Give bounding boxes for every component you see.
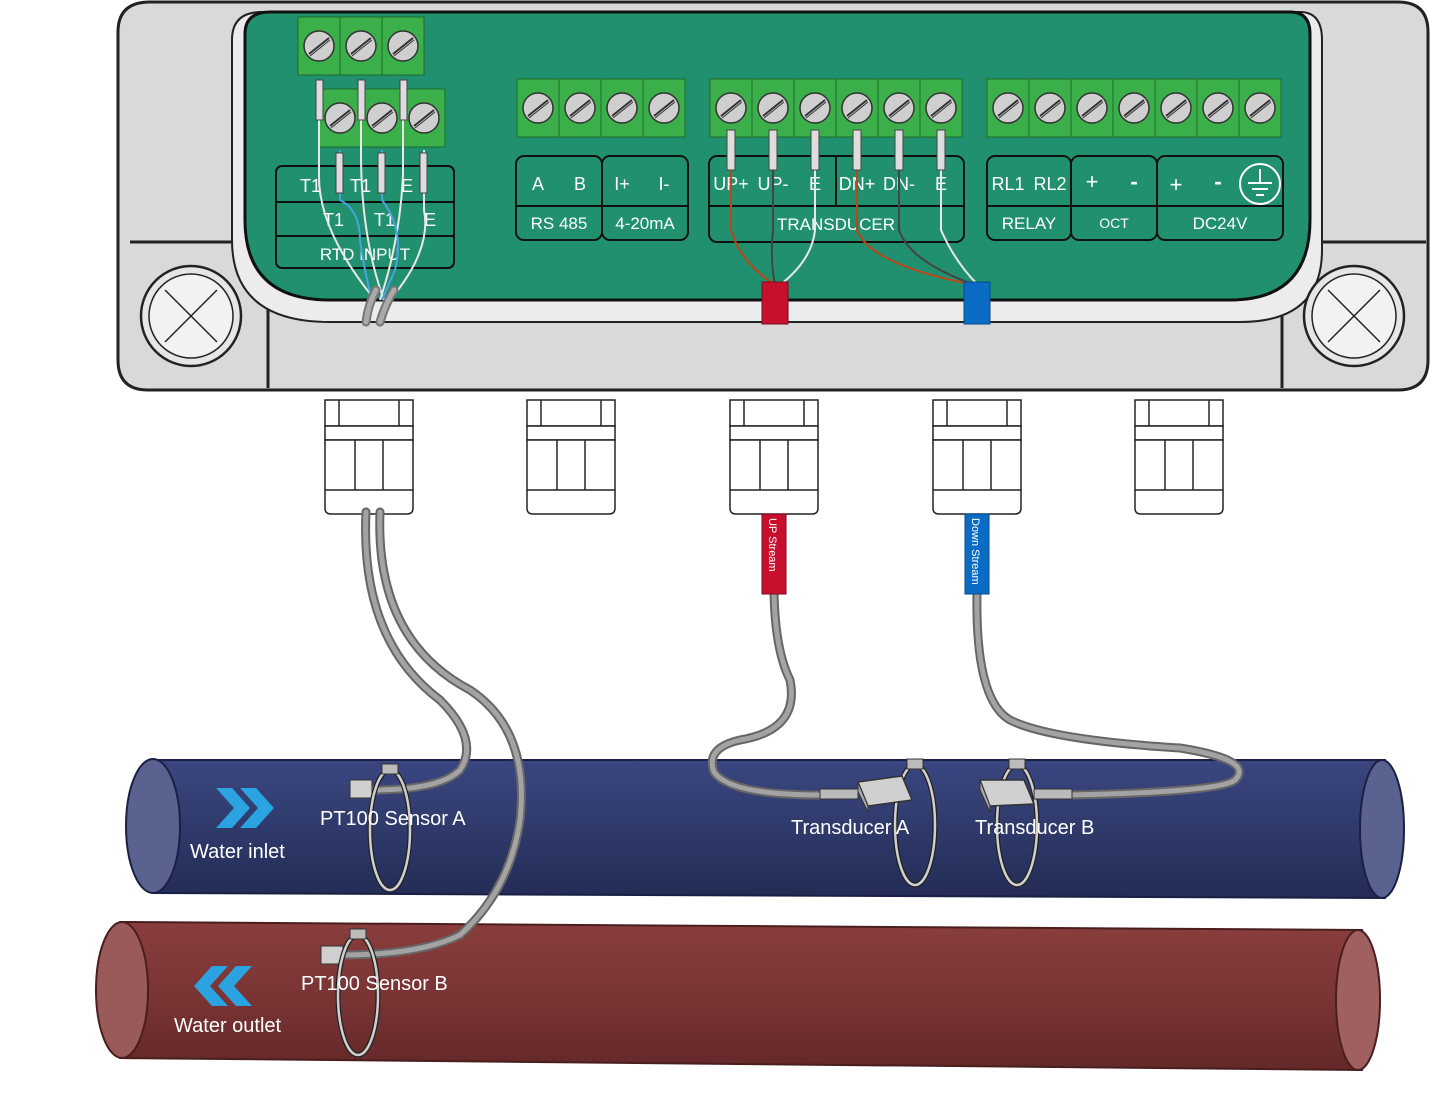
cable-gland xyxy=(526,399,616,515)
downstream-tag: Down Stream xyxy=(964,513,990,595)
oct-group-label: OCT xyxy=(1099,215,1129,231)
ground-icon xyxy=(1239,163,1281,205)
upstream-tag-label: UP Stream xyxy=(766,518,778,572)
power-pin-label: RL1 xyxy=(991,174,1024,194)
transducer-a-label: Transducer A xyxy=(791,817,910,839)
relay-group-label: RELAY xyxy=(1002,214,1057,233)
rs485-group-label: RS 485 xyxy=(531,214,588,233)
transducer-b xyxy=(978,759,1073,885)
comm-terminal-block xyxy=(516,78,686,138)
power-pin-label: RL2 xyxy=(1033,174,1066,194)
mount-screw-right xyxy=(1302,264,1406,368)
rtd-pin-label: T1 xyxy=(300,176,321,196)
current-loop-group-label: 4-20mA xyxy=(615,214,675,233)
power-labels: RL1 RL2 + - + - RELAY OCT DC24V xyxy=(991,163,1281,233)
comm-labels: A B I+ I- RS 485 4-20mA xyxy=(531,174,676,233)
cable-gland xyxy=(324,399,414,515)
label-frames xyxy=(275,155,1284,269)
rtd-pin-label: E xyxy=(424,210,436,230)
transducer-group-label: TRANSDUCER xyxy=(777,215,895,234)
power-pin-label: + xyxy=(1086,169,1099,194)
rtd-pin-label: T1 xyxy=(350,176,371,196)
pt100-sensor-b xyxy=(320,929,378,1055)
rtd-terminal-top xyxy=(297,16,425,76)
power-pin-label: - xyxy=(1214,169,1221,194)
cable-gland xyxy=(1134,399,1224,515)
comm-pin-label: A xyxy=(532,174,544,194)
transducer-a xyxy=(819,759,935,885)
power-terminal-block xyxy=(986,78,1282,138)
transducer-terminal-block xyxy=(709,78,963,138)
upstream-connector xyxy=(761,281,789,325)
rtd-pin-label: E xyxy=(401,176,413,196)
transducer-cables xyxy=(707,587,1244,800)
pt100-sensor-b-label: PT100 Sensor B xyxy=(301,973,448,995)
power-pin-label: - xyxy=(1130,169,1137,194)
water-outlet-label: Water outlet xyxy=(174,1015,282,1037)
cable-gland xyxy=(729,399,819,515)
rtd-cables xyxy=(337,507,526,960)
transducer-b-label: Transducer B xyxy=(975,817,1094,839)
rtd-pin-label: T1 xyxy=(374,210,395,230)
comm-pin-label: B xyxy=(574,174,586,194)
mount-screw-left xyxy=(139,264,243,368)
inlet-pipe xyxy=(125,758,1405,900)
comm-pin-label: I- xyxy=(659,174,670,194)
power-pin-label: + xyxy=(1170,172,1183,197)
pt100-sensor-a xyxy=(349,764,410,890)
cable-glands xyxy=(324,399,1224,515)
rtd-terminal-bottom xyxy=(318,88,446,148)
pt100-sensor-a-label: PT100 Sensor A xyxy=(320,808,466,830)
transducer-wires xyxy=(726,129,979,286)
water-inlet-label: Water inlet xyxy=(190,841,285,863)
downstream-connector xyxy=(963,281,991,325)
outlet-pipe xyxy=(95,920,1381,1072)
comm-pin-label: I+ xyxy=(614,174,630,194)
rtd-group-label: RTD INPUT xyxy=(320,245,410,264)
rtd-cable-inner xyxy=(361,285,399,327)
dc24v-group-label: DC24V xyxy=(1193,214,1248,233)
inlet-arrow-icon xyxy=(216,788,274,828)
rtd-wires xyxy=(315,79,428,301)
downstream-tag-label: Down Stream xyxy=(969,518,981,585)
cable-gland xyxy=(932,399,1022,515)
upstream-tag: UP Stream xyxy=(761,513,787,595)
outlet-arrow-icon xyxy=(194,966,252,1006)
